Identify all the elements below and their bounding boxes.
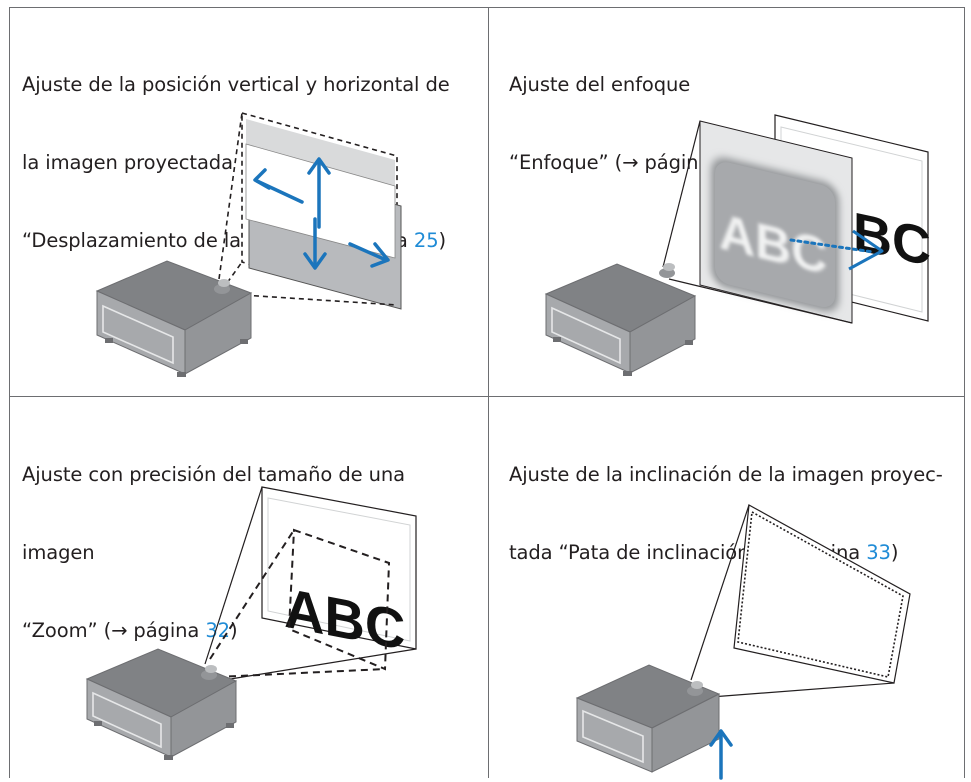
- grid-border-right: [964, 7, 965, 778]
- projector-icon: [85, 648, 238, 760]
- grid-divider-vertical: [488, 7, 489, 778]
- caption-line: imagen: [22, 541, 95, 564]
- reference-prefix: “Enfoque” (→ página: [509, 151, 717, 174]
- caption-line: Ajuste de la posición vertical y horizon…: [22, 73, 450, 96]
- reference-suffix: ): [229, 619, 238, 642]
- caption-line: Ajuste del enfoque: [509, 73, 691, 96]
- arrow-icon: [253, 157, 390, 270]
- page-link[interactable]: 33: [866, 541, 891, 564]
- panel-caption: Ajuste del enfoque “Enfoque” (→ página 2…: [509, 20, 749, 228]
- focus-illustration: ABC ABC: [544, 114, 931, 376]
- lens-shift-illustration: [95, 111, 402, 377]
- arrow-icon: [709, 729, 733, 780]
- reference-suffix: ): [438, 229, 447, 252]
- panel-lens-shift: Ajuste de la posición vertical y horizon…: [9, 7, 488, 396]
- grid-border-top: [9, 7, 965, 8]
- caption-line: Ajuste con precisión del tamaño de una: [22, 463, 405, 486]
- caption-line: Ajuste de la inclinación de la imagen pr…: [509, 463, 943, 486]
- panel-caption: Ajuste de la inclinación de la imagen pr…: [509, 410, 943, 618]
- panel-focus: Ajuste del enfoque “Enfoque” (→ página 2…: [489, 7, 965, 396]
- panel-caption: Ajuste con precisión del tamaño de una i…: [22, 410, 405, 696]
- reference-prefix: “Zoom” (→ página: [22, 619, 206, 642]
- reference-suffix: ): [890, 541, 899, 564]
- panel-zoom: Ajuste con precisión del tamaño de una i…: [9, 397, 488, 778]
- manual-grid: Ajuste de la posición vertical y horizon…: [9, 7, 965, 780]
- tilt-illustration: [575, 504, 911, 780]
- projector-icon: [544, 263, 697, 376]
- grid-border-left: [9, 7, 10, 778]
- caption-line: la imagen proyectada: [22, 151, 233, 174]
- grid-divider-horizontal: [9, 396, 965, 397]
- projector-icon: [575, 664, 721, 773]
- arrow-icon: [789, 229, 884, 271]
- caption-reference: “Zoom” (→ página 32): [22, 618, 405, 644]
- projector-icon: [95, 260, 253, 377]
- panel-tilt: Ajuste de la inclinación de la imagen pr…: [489, 397, 965, 780]
- page-link[interactable]: 25: [413, 229, 439, 252]
- zoom-illustration: ABC: [85, 486, 417, 760]
